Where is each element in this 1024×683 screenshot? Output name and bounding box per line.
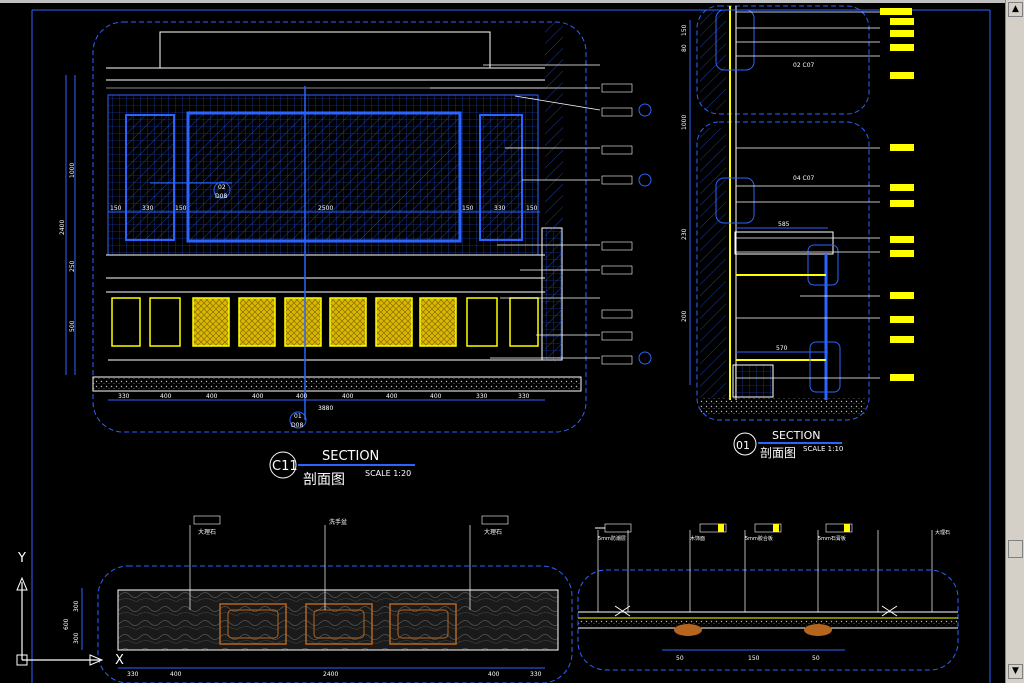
ucs-x-label: X: [115, 653, 124, 668]
plan-dim-left-2: 300: [73, 632, 80, 644]
s01-ref-a: 02 C07: [793, 62, 815, 69]
elevation-tags: [601, 83, 652, 365]
svg-text:02: 02: [218, 184, 226, 191]
elev-dim-bottom-total: 3880: [318, 405, 333, 412]
svg-text:D08: D08: [215, 193, 227, 200]
elev-dim-top-3: 150: [175, 205, 187, 212]
elev-dim-left-main: 1000: [69, 163, 76, 178]
elev-dim-top-4: 150: [462, 205, 474, 212]
svg-text:01: 01: [736, 439, 750, 452]
detail-note-2: 木饰面: [690, 535, 705, 542]
svg-text:SCALE 1:10: SCALE 1:10: [803, 445, 843, 453]
section-01-view: [689, 5, 914, 421]
elevation-leaders: [430, 64, 601, 359]
s01-dim-top-1: 80: [681, 44, 688, 52]
detail-note-1: 5mm防潮层: [598, 535, 626, 542]
elev-dim-left-total: 2400: [59, 220, 66, 235]
elev-dim-top-5: 330: [494, 205, 506, 212]
plan-label-1: 大理石: [198, 528, 216, 536]
ucs-y-label: Y: [17, 551, 26, 566]
elev-dim-bottom-5: 400: [296, 393, 308, 400]
elev-dim-bottom-4: 400: [252, 393, 264, 400]
svg-text:SECTION: SECTION: [772, 429, 820, 442]
window-top-border: [0, 0, 1024, 3]
svg-text:剖面图: 剖面图: [760, 446, 796, 460]
scroll-thumb[interactable]: [1008, 540, 1023, 558]
s01-dim-mid-5: 200: [681, 310, 688, 322]
svg-text:SECTION: SECTION: [322, 449, 379, 464]
s01-dim-mid-4: 230: [681, 228, 688, 240]
plan-dim-4: 400: [488, 671, 500, 678]
s01-ref-b: 04 C07: [793, 175, 815, 182]
svg-text:D08: D08: [291, 422, 303, 429]
elev-dim-bottom-2: 400: [160, 393, 172, 400]
elev-dim-top-2: 330: [142, 205, 154, 212]
detail-note-4: 5mm石膏板: [818, 535, 846, 542]
detail-dim-2: 150: [748, 655, 760, 662]
svg-text:剖面图: 剖面图: [303, 472, 345, 488]
elev-dim-bottom-10: 330: [518, 393, 530, 400]
elev-dim-left-cabinet: 500: [69, 320, 76, 332]
plan-dim-3: 2400: [323, 671, 338, 678]
elev-dim-left-counter: 250: [69, 260, 76, 272]
section-c11-title: C11 SECTION 剖面图 SCALE 1:20: [269, 449, 415, 488]
elev-dim-top-1: 150: [110, 205, 122, 212]
svg-text:01: 01: [294, 413, 302, 420]
plan-dim-5: 330: [530, 671, 542, 678]
vanity-plan-view: [81, 515, 573, 683]
plan-label-2: 洗手盆: [329, 518, 347, 526]
callout-02-d08[interactable]: 02 D08: [150, 181, 232, 200]
s01-width-1: 585: [778, 221, 790, 228]
ucs-icon: Y X: [16, 551, 124, 668]
plan-dim-left-total: 600: [63, 618, 70, 630]
plan-dim-left-1: 300: [73, 600, 80, 612]
elev-dim-top-main: 2500: [318, 205, 333, 212]
plan-dim-2: 400: [170, 671, 182, 678]
scroll-up-arrow-icon[interactable]: ▲: [1008, 2, 1023, 17]
elev-dim-bottom-8: 400: [430, 393, 442, 400]
s01-dim-top-2: 150: [681, 24, 688, 36]
callout-01-d08[interactable]: 01 D08: [289, 411, 307, 429]
elev-dim-bottom-9: 330: [476, 393, 488, 400]
svg-text:C11: C11: [272, 459, 298, 474]
elevation-view: [65, 21, 587, 433]
elev-dim-bottom-1: 330: [118, 393, 130, 400]
detail-note-3: 5mm胶合板: [745, 535, 773, 542]
plan-dim-1: 330: [127, 671, 139, 678]
detail-section-view: [577, 523, 959, 671]
detail-dim-1: 50: [676, 655, 684, 662]
plan-label-3: 大理石: [484, 528, 502, 536]
scroll-down-arrow-icon[interactable]: ▼: [1008, 664, 1023, 679]
elev-dim-bottom-6: 400: [342, 393, 354, 400]
elev-dim-bottom-7: 400: [386, 393, 398, 400]
svg-text:SCALE 1:20: SCALE 1:20: [365, 469, 411, 478]
elev-dim-bottom-3: 400: [206, 393, 218, 400]
detail-dim-3: 50: [812, 655, 820, 662]
s01-width-2: 570: [776, 345, 788, 352]
section-01-title: 01 SECTION 剖面图 SCALE 1:10: [733, 429, 843, 460]
detail-note-5: 大理石: [935, 529, 950, 536]
vertical-scrollbar[interactable]: ▲ ▼: [1005, 0, 1024, 683]
s01-dim-mid-1: 1000: [681, 115, 688, 130]
elev-dim-top-6: 150: [526, 205, 538, 212]
